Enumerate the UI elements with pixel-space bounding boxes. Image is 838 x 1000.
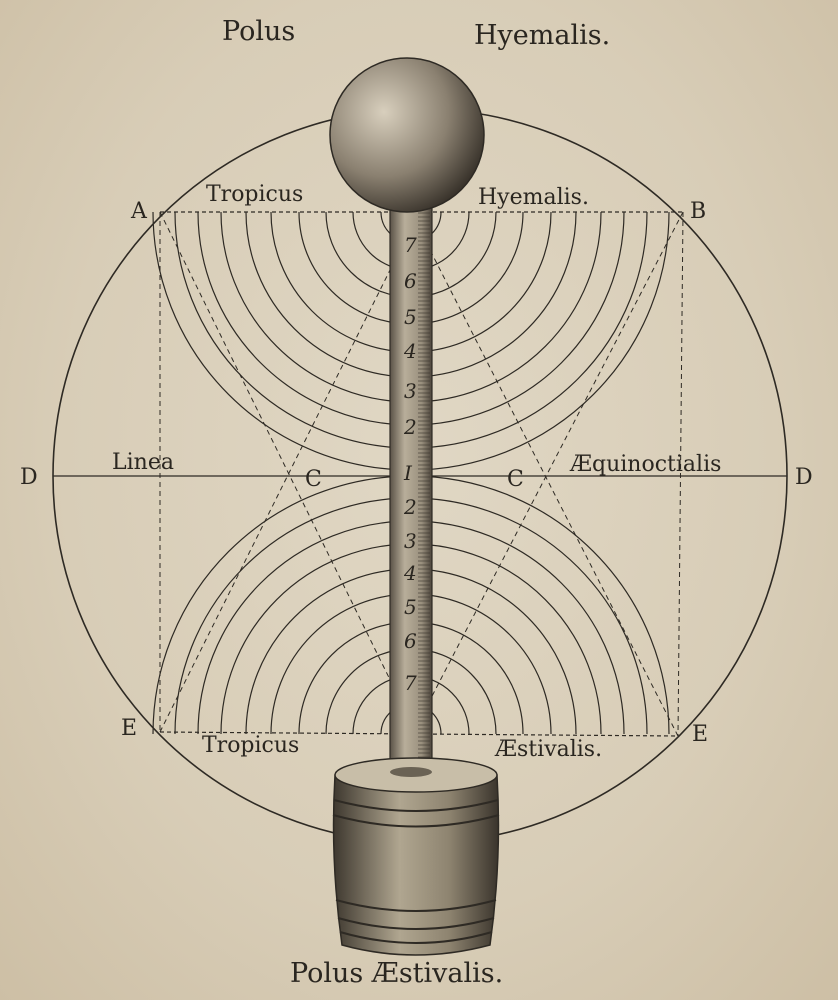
title-polus: Polus bbox=[222, 16, 295, 47]
rod-ticks bbox=[418, 204, 430, 782]
point-a: A bbox=[130, 199, 148, 224]
label-aequinoctialis: Æquinoctialis bbox=[569, 452, 721, 477]
sphere bbox=[329, 57, 485, 213]
point-b: B bbox=[690, 199, 706, 224]
scale-number: 3 bbox=[404, 529, 417, 553]
scale-number: 3 bbox=[404, 379, 417, 403]
label-tropicus-top: Tropicus bbox=[206, 182, 303, 207]
title-hyemalis: Hyemalis. bbox=[474, 20, 610, 51]
graduated-rod bbox=[389, 199, 433, 791]
barrel bbox=[332, 757, 500, 956]
scale-number: 5 bbox=[404, 305, 417, 329]
point-d-left: D bbox=[20, 465, 38, 490]
scale-number: 2 bbox=[403, 415, 417, 439]
scale-number: I bbox=[403, 461, 413, 485]
scale-number: 7 bbox=[404, 671, 417, 695]
bottom-title: Polus Æstivalis. bbox=[290, 958, 503, 989]
scale-number: 6 bbox=[404, 269, 417, 293]
point-e-right: E bbox=[692, 722, 708, 747]
scale-number: 6 bbox=[404, 629, 417, 653]
label-linea: Linea bbox=[112, 450, 174, 475]
scale-number: 4 bbox=[403, 561, 417, 585]
scale-number: 7 bbox=[404, 233, 417, 257]
label-hyemalis-top: Hyemalis. bbox=[478, 185, 589, 210]
label-tropicus-bottom: Tropicus bbox=[202, 733, 299, 758]
point-d-right: D bbox=[795, 465, 813, 490]
scale-number: 4 bbox=[403, 339, 417, 363]
scale-number: 2 bbox=[403, 495, 417, 519]
point-e-left: E bbox=[121, 716, 137, 741]
construction-lines bbox=[159, 211, 684, 737]
label-aestivalis-bottom: Æstivalis. bbox=[494, 737, 602, 762]
scale-number: 5 bbox=[404, 595, 417, 619]
point-c-right: C bbox=[507, 467, 524, 492]
point-c-left: C bbox=[305, 467, 322, 492]
